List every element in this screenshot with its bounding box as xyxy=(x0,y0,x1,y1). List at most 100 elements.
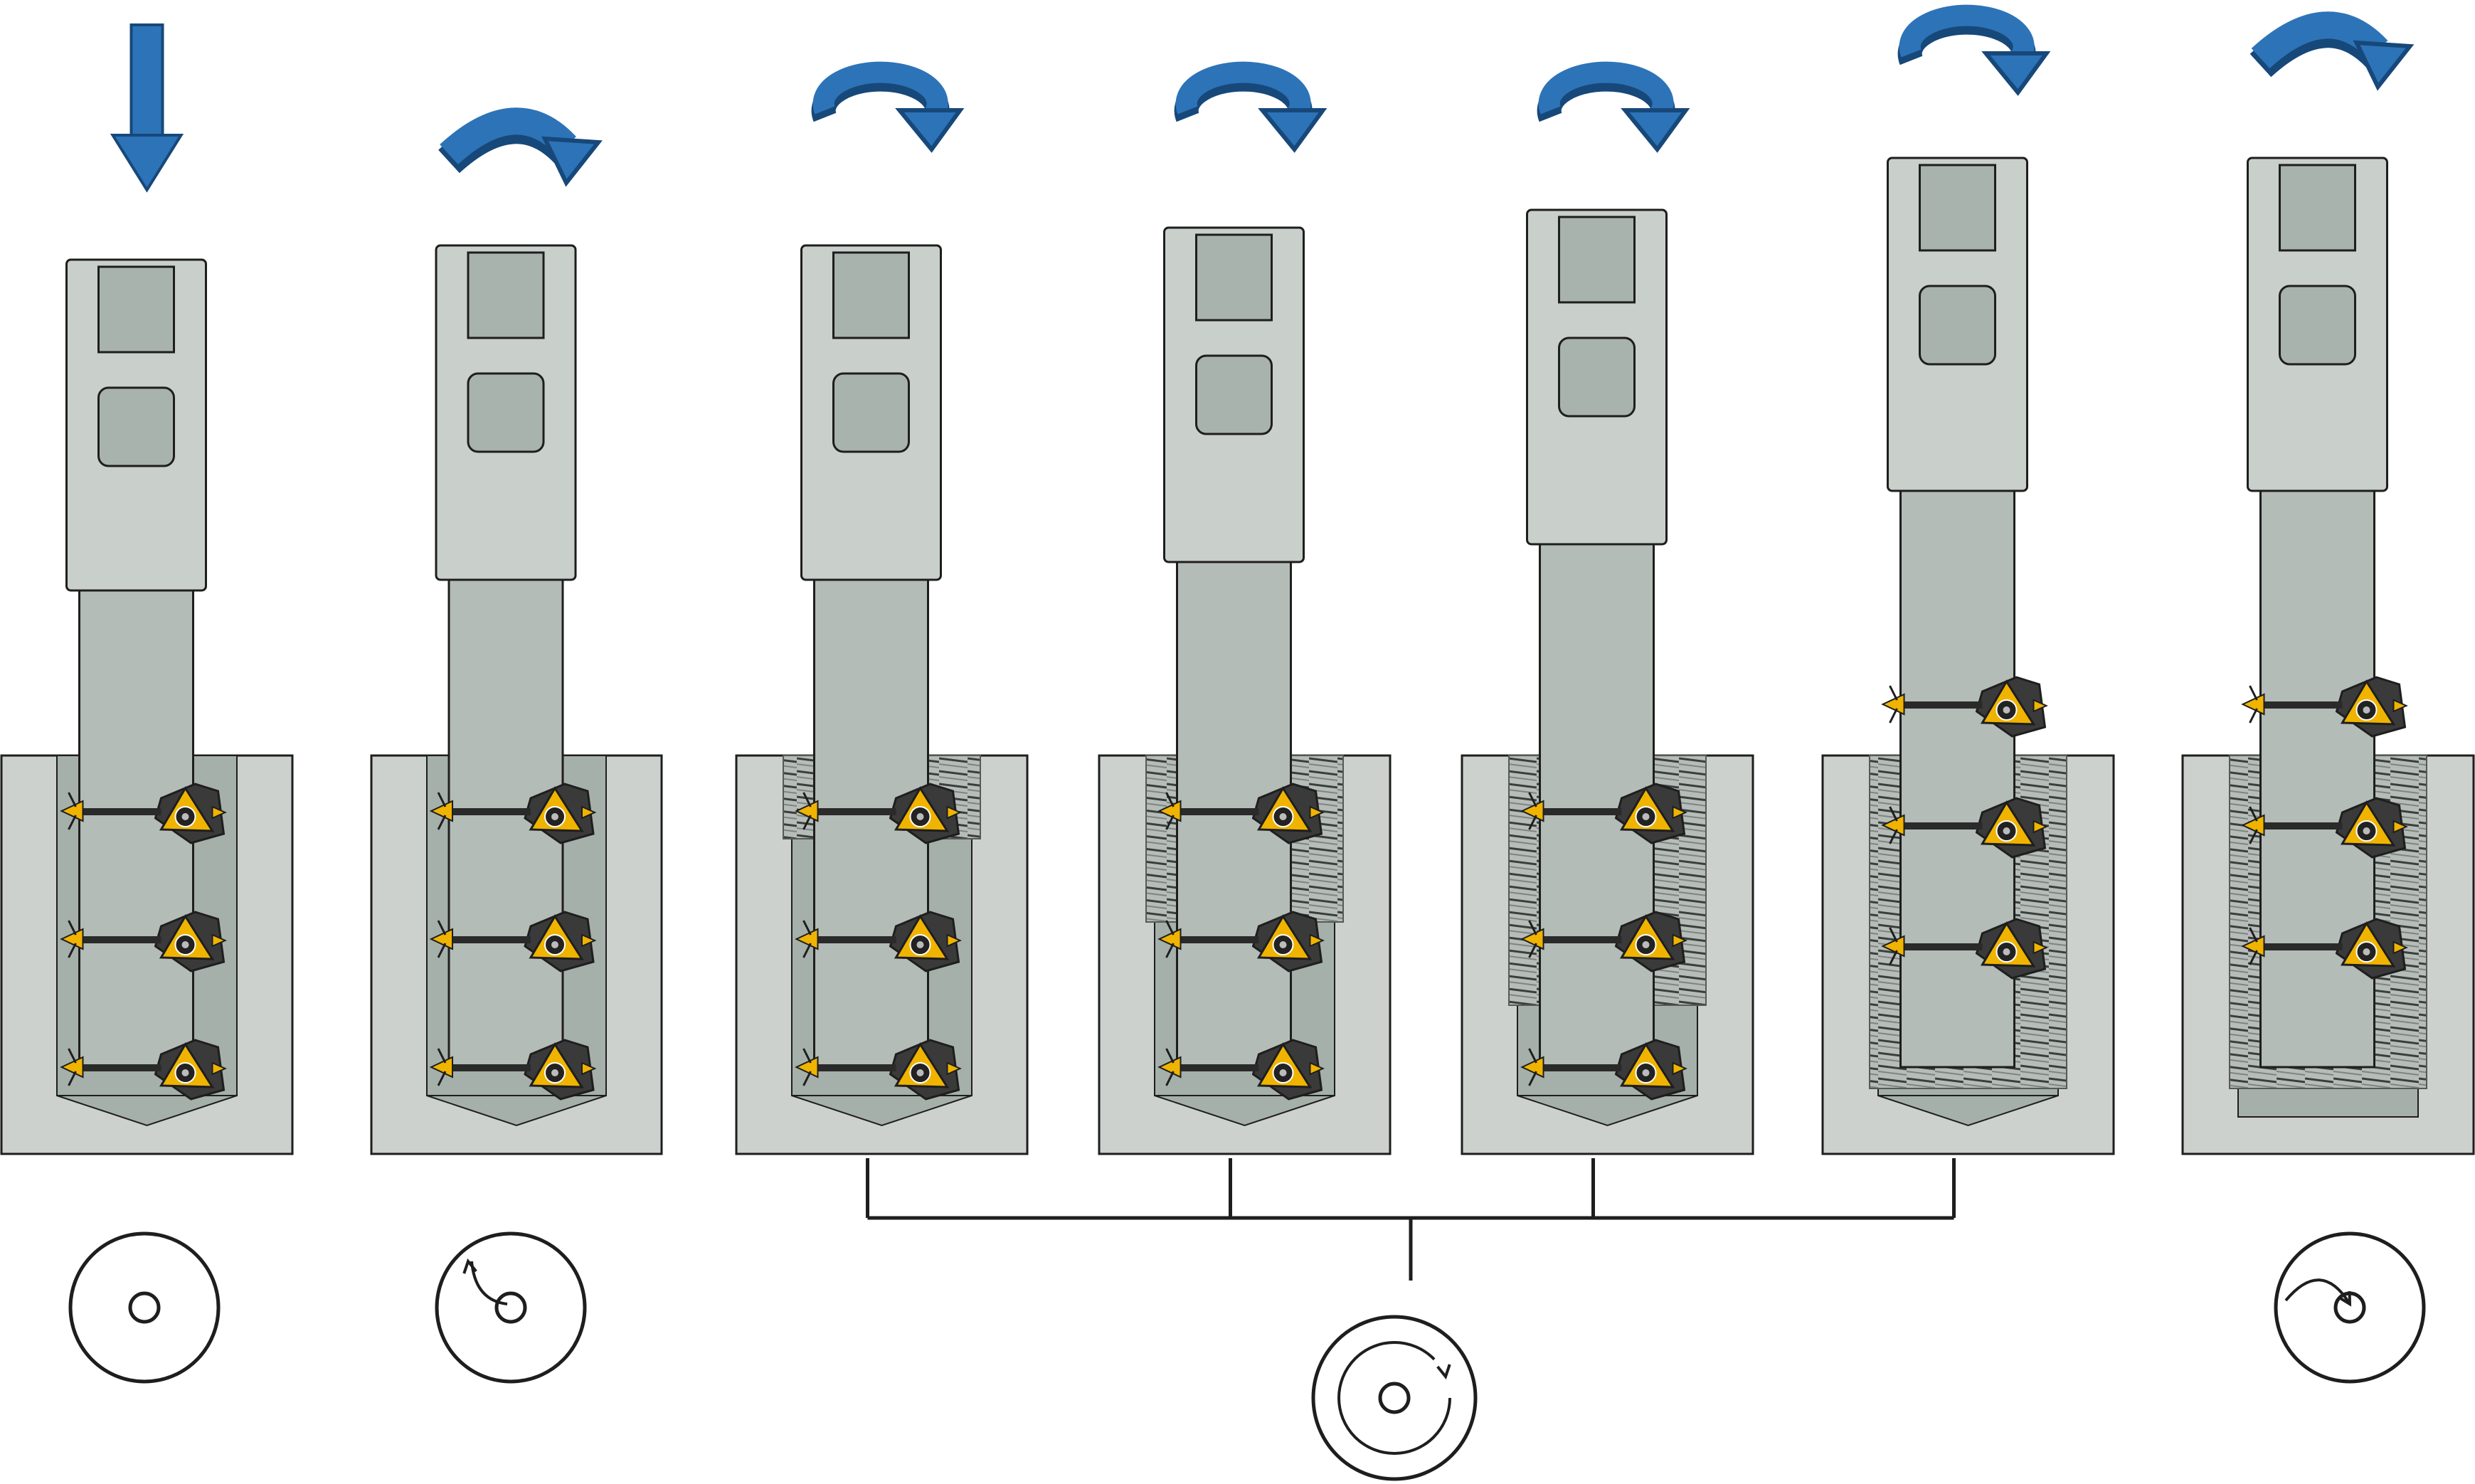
drill-point xyxy=(1154,1095,1335,1127)
flat-pocket-upper xyxy=(2279,164,2356,252)
insert-tip xyxy=(2033,820,2048,834)
insert-tip xyxy=(1672,805,1687,820)
circular-arrow-icon xyxy=(811,61,965,153)
cutter-edge xyxy=(802,792,812,830)
flat-pocket-lower xyxy=(1195,354,1273,435)
symbol-center xyxy=(494,1291,527,1324)
carbide-insert xyxy=(1881,918,2048,980)
screw-head xyxy=(551,813,558,820)
insert-bar xyxy=(68,1064,161,1071)
drill-point xyxy=(1517,1095,1698,1127)
arrow-body xyxy=(1899,4,2035,68)
left-cutter xyxy=(429,1056,453,1078)
insert-bar xyxy=(68,936,161,943)
carbide-insert xyxy=(2241,797,2408,859)
insert-tip xyxy=(2033,940,2048,955)
screw-head xyxy=(2003,827,2010,834)
carbide-insert xyxy=(2241,676,2408,738)
left-cutter xyxy=(1881,693,1905,716)
insert-bar xyxy=(1890,822,1983,830)
carbide-insert xyxy=(795,783,962,844)
screw-head xyxy=(551,1069,558,1076)
tool-path-symbols xyxy=(68,1231,2426,1481)
insert-bar xyxy=(1890,701,1983,709)
insert-bar xyxy=(1529,1064,1622,1071)
insert-bar xyxy=(438,1064,531,1071)
arrow-body xyxy=(1175,61,1311,124)
left-cutter xyxy=(60,928,84,950)
screw-head xyxy=(1279,1069,1287,1076)
half-turn-arrow-icon xyxy=(2249,11,2415,91)
carbide-insert xyxy=(60,783,227,844)
carbide-insert xyxy=(60,911,227,972)
carbide-insert xyxy=(1157,911,1325,972)
cutter-edge xyxy=(1528,920,1537,958)
circular-arrow-icon xyxy=(1174,61,1327,153)
arrow-shaft xyxy=(129,23,164,140)
arrow-body xyxy=(440,107,576,165)
circular-arrow-icon xyxy=(1537,61,1690,153)
stage-2 xyxy=(370,107,663,1155)
flat-pocket-upper xyxy=(1195,233,1273,322)
screw-head xyxy=(1279,813,1287,820)
screw-head xyxy=(916,1069,924,1076)
cutter-edge xyxy=(68,920,77,958)
insert-bar xyxy=(1166,1064,1259,1071)
arrow-body xyxy=(2251,11,2388,69)
cutter-edge xyxy=(437,1048,447,1086)
screw-head xyxy=(2363,948,2370,955)
left-cutter xyxy=(1881,814,1905,837)
arrow-head xyxy=(1258,108,1327,153)
left-cutter xyxy=(795,1056,819,1078)
path-symbol-full-circle xyxy=(1311,1315,1478,1481)
cutter-edge xyxy=(1165,920,1175,958)
screw-head xyxy=(2003,706,2010,714)
tool-neck xyxy=(1899,489,2015,1069)
left-cutter xyxy=(1520,800,1544,822)
arrow-head xyxy=(110,134,184,193)
insert-tip xyxy=(1309,805,1325,820)
path-arrowhead xyxy=(462,1258,477,1274)
carbide-insert xyxy=(1881,676,2048,738)
flat-pocket-upper xyxy=(467,251,545,339)
insert-tip xyxy=(2392,699,2408,713)
symbol-outline xyxy=(2274,1231,2426,1384)
cutter-edge xyxy=(68,792,77,830)
symbol-outline xyxy=(68,1231,221,1384)
insert-tip xyxy=(2033,699,2048,713)
cutter-edge xyxy=(1528,792,1537,830)
stage-5 xyxy=(1461,61,1754,1155)
insert-bar xyxy=(68,808,161,815)
exit-path xyxy=(2284,1278,2351,1305)
insert-bar xyxy=(1890,943,1983,950)
insert-bar xyxy=(803,936,896,943)
carbide-insert xyxy=(795,1039,962,1101)
flat-pocket-upper xyxy=(832,251,910,339)
path-symbol-exit-arc xyxy=(2274,1231,2426,1384)
cutter-edge xyxy=(1528,1048,1537,1086)
process-stages xyxy=(0,4,2475,1155)
insert-bar xyxy=(1529,808,1622,815)
flat-pocket-lower xyxy=(1558,336,1636,418)
screw-head xyxy=(2363,827,2370,834)
insert-tip xyxy=(946,1061,962,1076)
insert-tip xyxy=(2392,820,2408,834)
insert-bar xyxy=(438,808,531,815)
screw-head xyxy=(1642,941,1650,948)
flat-pocket-lower xyxy=(97,386,175,467)
left-cutter xyxy=(795,928,819,950)
stage-1 xyxy=(0,23,294,1155)
flat-pocket-lower xyxy=(1919,285,1996,366)
carbide-insert xyxy=(1520,783,1687,844)
cutter-edge xyxy=(1889,806,1898,844)
insert-bar xyxy=(1166,936,1259,943)
insert-tip xyxy=(1672,1061,1687,1076)
insert-tip xyxy=(581,1061,597,1076)
cutter-edge xyxy=(802,1048,812,1086)
insert-bar xyxy=(803,1064,896,1071)
cutter-edge xyxy=(2249,685,2258,724)
cutter-edge xyxy=(802,920,812,958)
arrow-head xyxy=(541,136,603,187)
left-cutter xyxy=(795,800,819,822)
insert-tip xyxy=(1309,933,1325,948)
